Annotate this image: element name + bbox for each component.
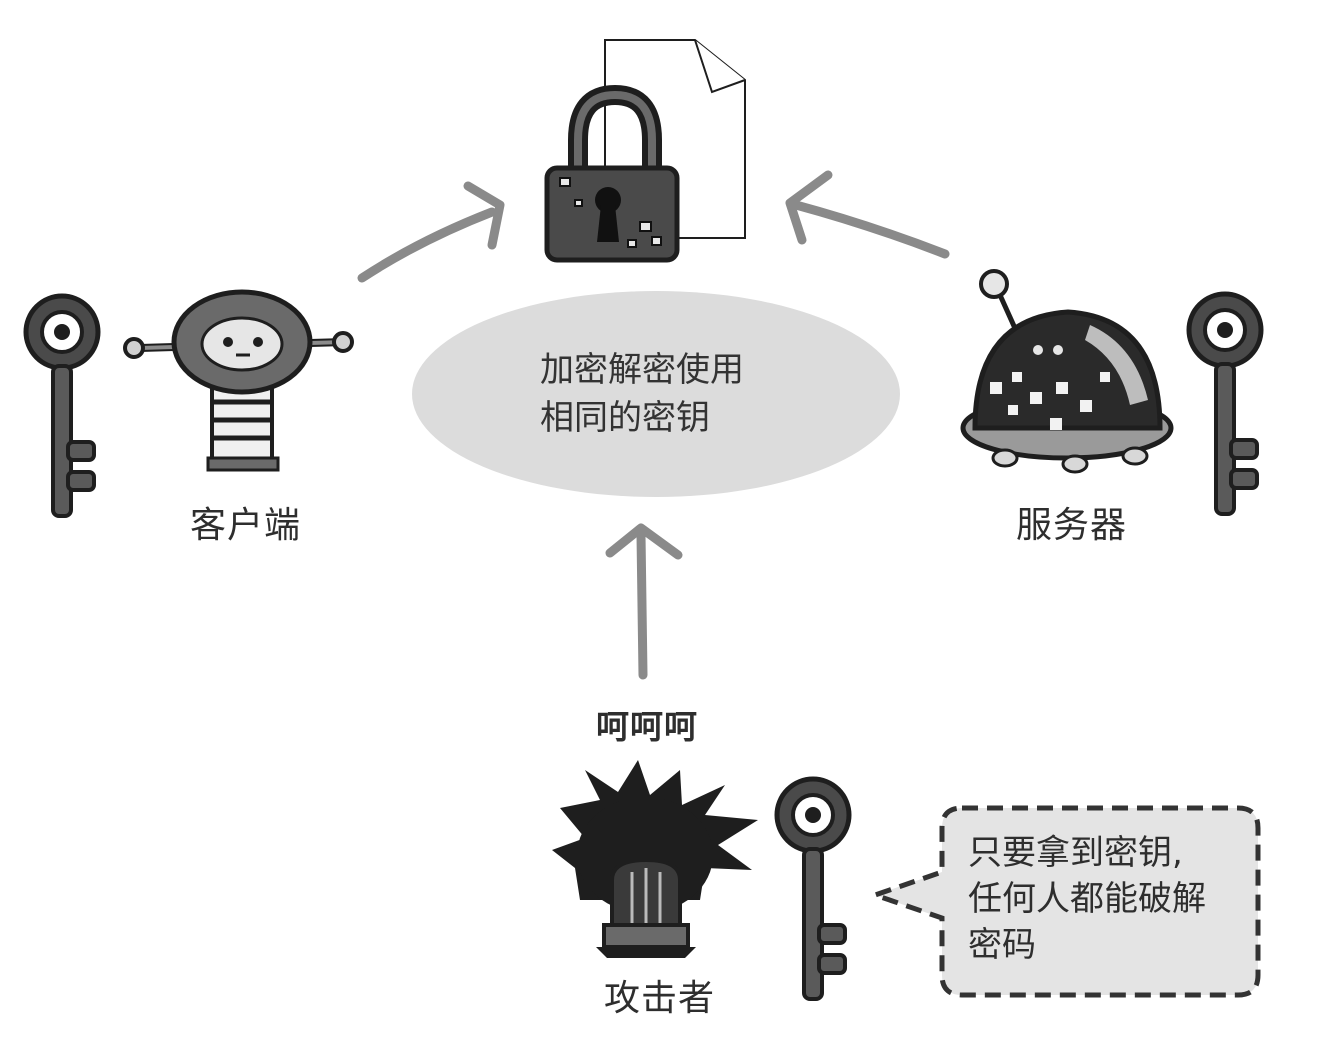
attacker-label: 攻击者 <box>604 978 716 1019</box>
server-robot-icon <box>960 269 1174 474</box>
server-to-lock-arrow <box>785 170 950 259</box>
attacker-to-center-arrow <box>605 523 683 680</box>
attacker-key-icon <box>777 779 849 999</box>
client-key-icon <box>26 296 98 516</box>
padlock-icon <box>544 84 680 263</box>
client-label: 客户端 <box>190 505 302 546</box>
shared-key-ellipse <box>412 291 900 497</box>
speech-bubble-text: 只要拿到密钥, 任何人都能破解 密码 <box>968 830 1238 968</box>
speech-bubble <box>867 805 1261 998</box>
shared-key-line-2: 相同的密钥 <box>540 398 710 438</box>
shared-key-description: 加密解密使用 相同的密钥 <box>540 346 744 442</box>
speech-bubble-line-2: 任何人都能破解 <box>968 879 1206 919</box>
speech-bubble-line-3: 密码 <box>968 925 1036 965</box>
server-label: 服务器 <box>1016 505 1128 546</box>
server-key-icon <box>1189 294 1261 514</box>
shared-key-line-1: 加密解密使用 <box>540 350 744 390</box>
client-robot-icon <box>123 289 354 472</box>
attacker-icon <box>552 760 758 958</box>
speech-bubble-line-1: 只要拿到密钥, <box>968 833 1183 873</box>
attacker-laugh: 呵呵呵 <box>596 707 698 746</box>
client-to-lock-arrow <box>357 181 505 283</box>
